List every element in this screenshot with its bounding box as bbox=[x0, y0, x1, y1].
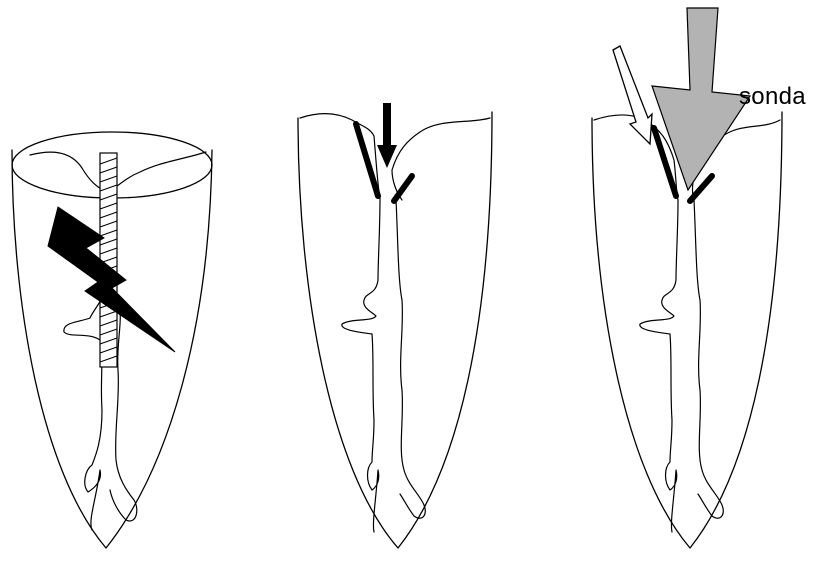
endodontic-post bbox=[100, 153, 117, 367]
panel-1-root-with-post bbox=[12, 132, 212, 548]
crack-indicator-arrow-icon bbox=[613, 46, 652, 144]
root-canal-right bbox=[694, 200, 723, 518]
root-canal-right bbox=[396, 200, 425, 518]
root-outline bbox=[298, 112, 492, 548]
crack-wall-right bbox=[394, 176, 412, 201]
crack-wall-left bbox=[356, 124, 378, 196]
root-canal-left bbox=[342, 198, 380, 532]
root-canal-left bbox=[640, 200, 678, 532]
force-arrow-icon bbox=[377, 103, 397, 168]
panel-2-cracked-root bbox=[298, 103, 492, 548]
root-crown-surface bbox=[30, 152, 206, 193]
probe-label: sonda bbox=[739, 83, 806, 111]
